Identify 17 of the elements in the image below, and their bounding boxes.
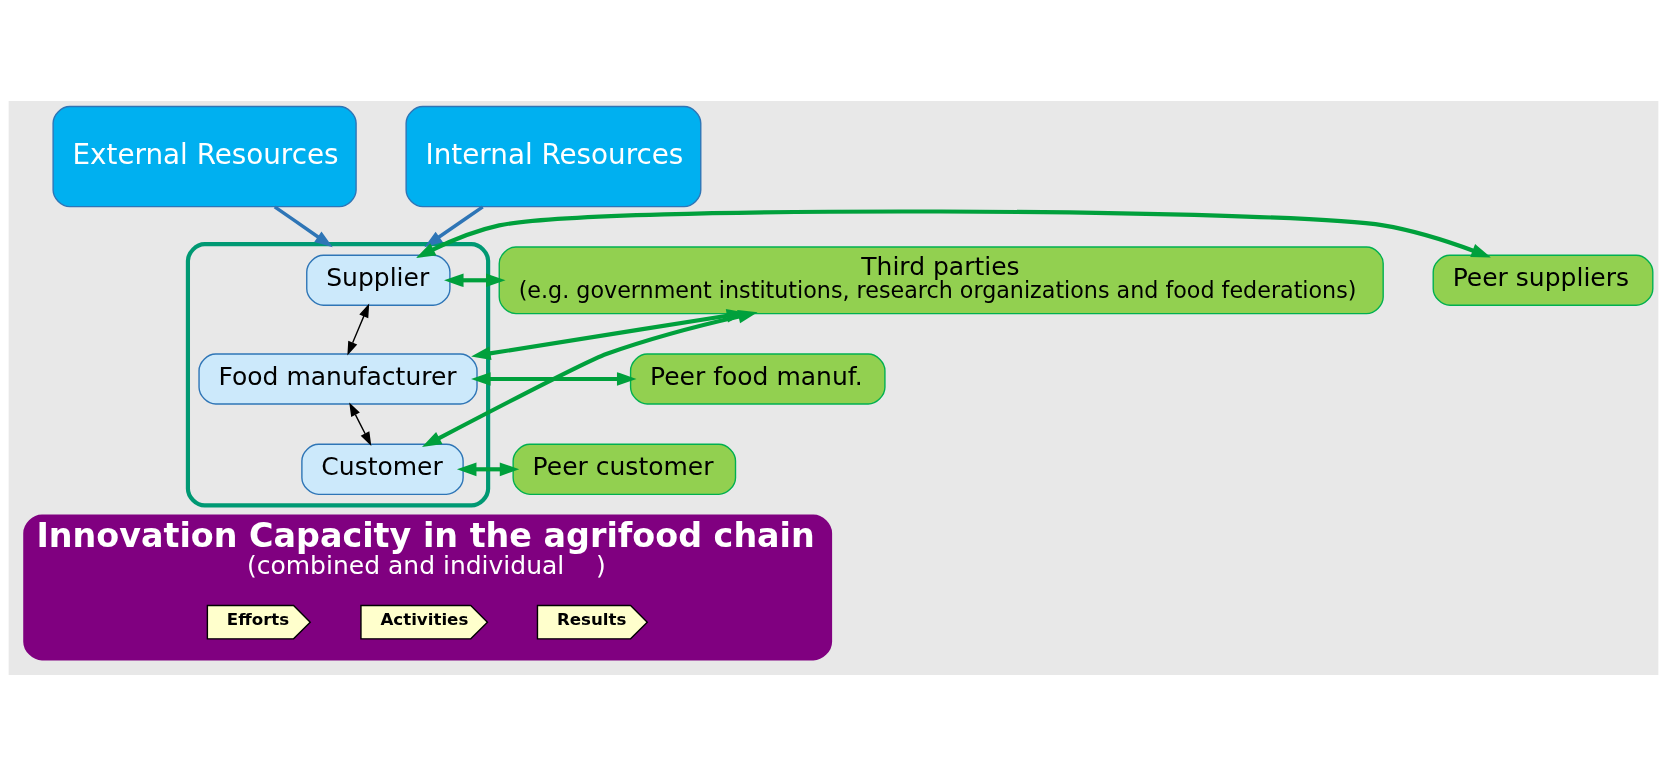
node-box: Supplier [306,254,451,306]
arrow [444,272,506,287]
node-box: External Resources [52,105,357,207]
node-box: Customer [301,443,464,495]
arrow [347,302,370,355]
node-box: Third parties (e.g. government institutions, research organizations and food federations) [498,245,1384,314]
arrow [415,208,1491,258]
node-box: Internal Resources [405,105,702,207]
node-box: Peer suppliers [1432,254,1654,306]
node-box: Peer customer [512,443,737,495]
arrow [424,204,484,247]
arrow [349,401,372,446]
node-box: Peer food manuf. [629,352,886,405]
arrow [456,461,520,476]
arrow [471,371,637,386]
node-box: Food manufacturer [198,352,478,405]
arrow [273,204,333,247]
